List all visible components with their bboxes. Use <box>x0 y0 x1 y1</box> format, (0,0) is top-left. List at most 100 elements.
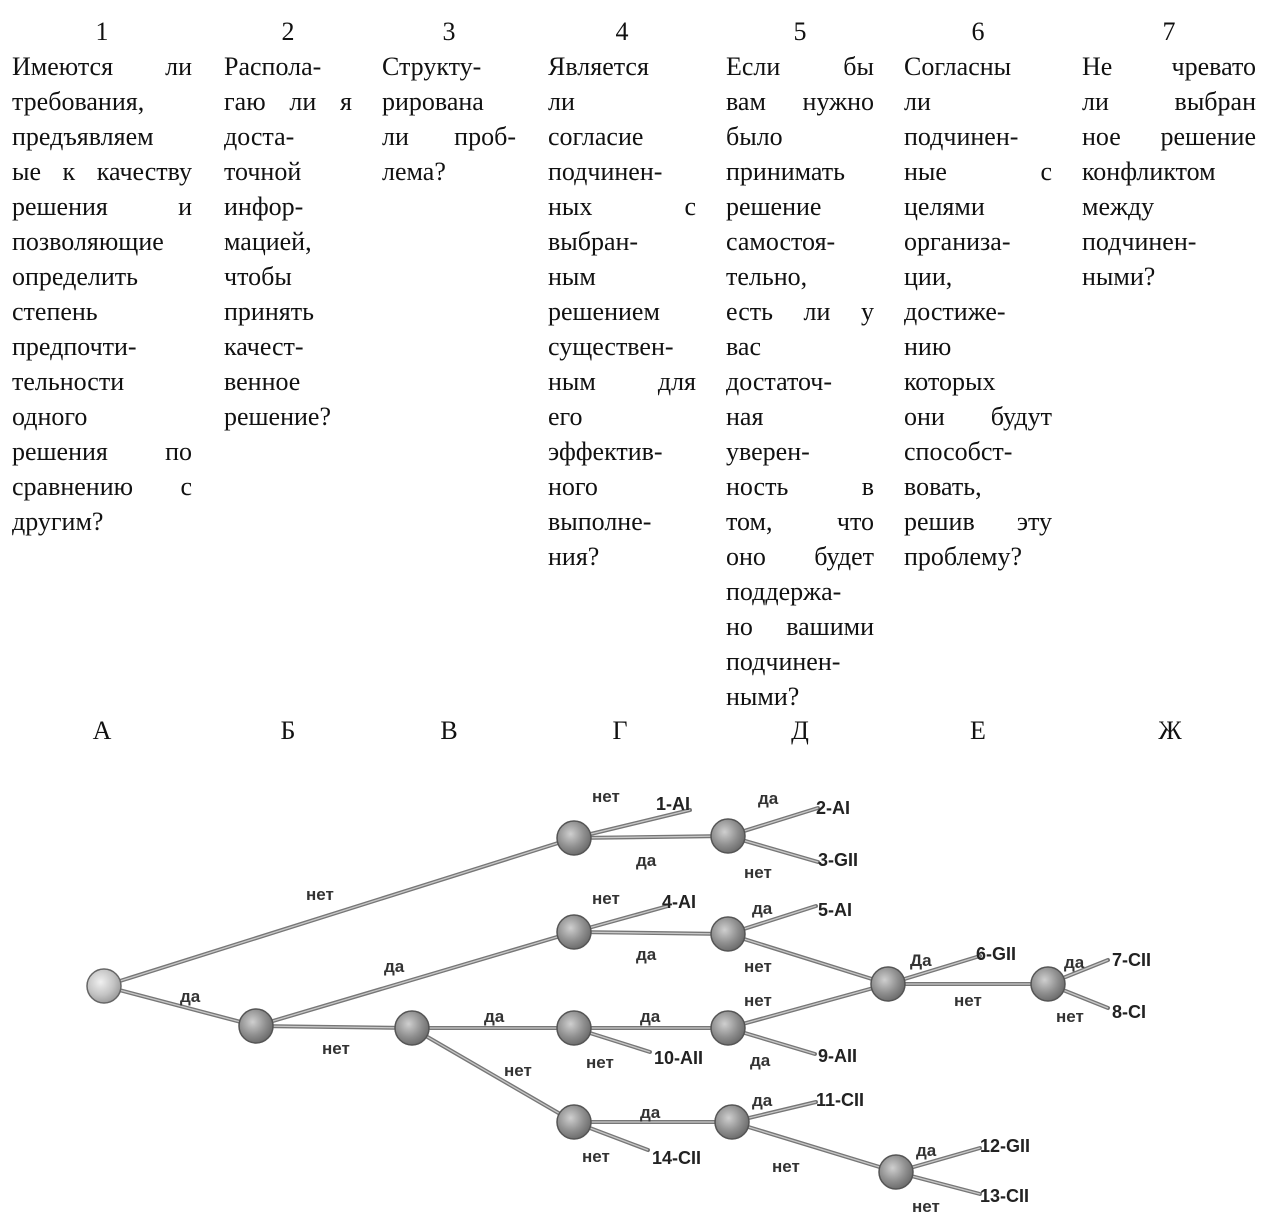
edge-label-yes: да <box>636 851 657 870</box>
edge-label-yes: да <box>640 1103 661 1122</box>
edge-label-no: нет <box>322 1039 350 1058</box>
edge-label-yes: да <box>484 1007 505 1026</box>
question-3-line: Структу- <box>382 52 482 81</box>
tree-edge <box>103 985 257 1027</box>
edge-label-no: нет <box>504 1061 532 1080</box>
question-7-line: ное решение <box>1082 122 1256 151</box>
decision-node-d1 <box>710 818 746 854</box>
edge-label-no: нет <box>1056 1007 1084 1026</box>
tree-edge <box>103 837 575 987</box>
edge-label-no: нет <box>744 863 772 882</box>
decision-node-g2 <box>556 914 592 950</box>
question-5-line: поддержа- <box>726 577 842 606</box>
question-4-line: подчинен- <box>548 157 663 186</box>
edge-label-no: нет <box>592 889 620 908</box>
question-number-3: 3 <box>442 17 456 46</box>
question-5-line: том, что <box>726 507 874 536</box>
question-6-line: ции, <box>904 262 953 291</box>
question-6-line: подчинен- <box>904 122 1019 151</box>
edge-label-yes: да <box>916 1141 937 1160</box>
question-6-line: организа- <box>904 227 1011 256</box>
question-6-line: решив эту <box>904 507 1052 536</box>
question-2-line: венное <box>224 367 301 396</box>
question-number-5: 5 <box>793 17 807 46</box>
edge-label-no: нет <box>582 1147 610 1166</box>
outcome-1-ai: 1-AI <box>656 794 690 814</box>
tree-edge <box>727 933 889 985</box>
decision-node-e1 <box>870 966 906 1002</box>
question-5-line: решение <box>726 192 822 221</box>
edge-label-yes: да <box>180 987 201 1006</box>
outcome-12-gii: 12-GII <box>980 1136 1030 1156</box>
column-letter-d: Д <box>791 716 809 745</box>
column-letter-a: А <box>92 716 112 745</box>
question-2-line: принять <box>224 297 314 326</box>
question-4-line: согласие <box>548 122 644 151</box>
decision-node-g3 <box>556 1010 592 1046</box>
edge-label-yes: да <box>1064 953 1085 972</box>
decision-node-d2 <box>710 916 746 952</box>
question-2-line: гаю ли я <box>224 87 352 116</box>
question-5-line: принимать <box>726 157 846 186</box>
question-4-line: ли <box>548 87 575 116</box>
edge-label-no: нет <box>592 787 620 806</box>
question-2-line: качест- <box>224 332 304 361</box>
question-6-line: ные с <box>904 157 1052 186</box>
question-1-line: определить <box>12 262 138 291</box>
edge-label-no: нет <box>744 957 772 976</box>
question-5-line: оно будет <box>726 542 874 571</box>
question-number-4: 4 <box>615 17 629 46</box>
question-1-line: степень <box>12 297 98 326</box>
tree-edge <box>573 931 729 935</box>
question-2-line: доста- <box>224 122 295 151</box>
tree-edge <box>411 1027 575 1123</box>
question-5-line: но вашими <box>726 612 874 641</box>
question-4-line: ния? <box>548 542 600 571</box>
question-6-line: способст- <box>904 437 1013 466</box>
column-letter-b: Б <box>280 716 296 745</box>
question-1-line: сравнению с <box>12 472 192 501</box>
question-4-line: выбран- <box>548 227 639 256</box>
question-3-line: ли проб- <box>382 122 516 151</box>
question-6-line: они будут <box>904 402 1052 431</box>
edge-label-no: нет <box>744 991 772 1010</box>
edge-label-no: нет <box>772 1157 800 1176</box>
tree-edge <box>573 809 691 839</box>
question-2-line: Распола- <box>224 52 322 81</box>
edge-label-yes: да <box>640 1007 661 1026</box>
question-number-7: 7 <box>1162 17 1176 46</box>
question-1-line: ые к качеству <box>12 157 192 186</box>
question-1-line: решения по <box>12 437 192 466</box>
question-2-line: решение? <box>224 402 332 431</box>
question-3-line: рирована <box>382 87 484 116</box>
question-2-line: точной <box>224 157 302 186</box>
tree-edge <box>573 835 729 839</box>
question-4-line: решением <box>548 297 660 326</box>
decision-node-e2 <box>878 1154 914 1190</box>
decision-node-root <box>86 968 122 1004</box>
question-5-line: вам нужно <box>726 87 874 116</box>
outcome-11-cii: 11-CII <box>816 1090 864 1110</box>
decision-tree: нетдаданетданетнетданетданетданетдаданет… <box>86 787 1151 1216</box>
question-5-line: Если бы <box>726 52 874 81</box>
question-number-1: 1 <box>95 17 109 46</box>
question-5-line: вас <box>726 332 762 361</box>
question-5-line: тельно, <box>726 262 808 291</box>
outcome-13-cii: 13-CII <box>980 1186 1029 1206</box>
tree-edge <box>731 1121 897 1173</box>
edge-label-yes: да <box>758 789 779 808</box>
decision-node-z1 <box>1030 966 1066 1002</box>
column-letter-g: Г <box>612 716 628 745</box>
question-2-line: инфор- <box>224 192 304 221</box>
edge-label-yes: да <box>752 899 773 918</box>
outcome-7-cii: 7-CII <box>1112 950 1151 970</box>
